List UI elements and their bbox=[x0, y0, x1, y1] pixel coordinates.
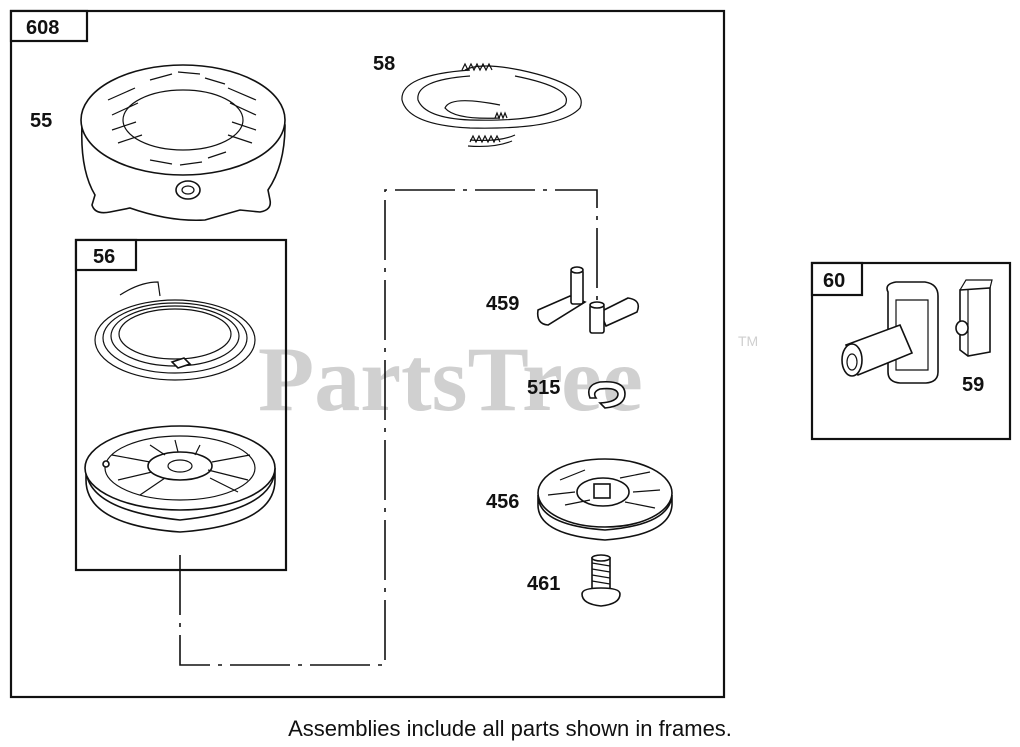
frame-60: 60 bbox=[810, 261, 1012, 441]
callout-55: 55 bbox=[30, 110, 52, 132]
retainer-515 bbox=[587, 380, 626, 409]
pawl-459 bbox=[536, 266, 640, 334]
housing-55 bbox=[80, 64, 286, 222]
screw-461 bbox=[581, 554, 621, 607]
callout-58: 58 bbox=[373, 53, 395, 75]
spring-56 bbox=[94, 281, 256, 381]
pulley-56 bbox=[84, 425, 276, 533]
callout-461: 461 bbox=[527, 573, 560, 595]
frame-60-label: 60 bbox=[823, 270, 845, 292]
footer-caption: Assemblies include all parts shown in fr… bbox=[288, 716, 732, 741]
callout-515: 515 bbox=[527, 377, 560, 399]
callout-59: 59 bbox=[962, 374, 984, 396]
frame-608: 608 bbox=[9, 9, 726, 699]
ratchet-456 bbox=[537, 458, 673, 541]
frame-608-label: 608 bbox=[26, 17, 59, 39]
frame-56: 56 bbox=[74, 238, 288, 572]
watermark-tm: TM bbox=[738, 333, 758, 349]
frame-56-label: 56 bbox=[93, 246, 115, 268]
handle-59 bbox=[841, 279, 993, 384]
assembly-lines bbox=[179, 189, 598, 666]
watermark-text: PartsTree bbox=[258, 328, 643, 430]
rope-58 bbox=[401, 62, 582, 148]
callout-456: 456 bbox=[486, 491, 519, 513]
callout-459: 459 bbox=[486, 293, 519, 315]
